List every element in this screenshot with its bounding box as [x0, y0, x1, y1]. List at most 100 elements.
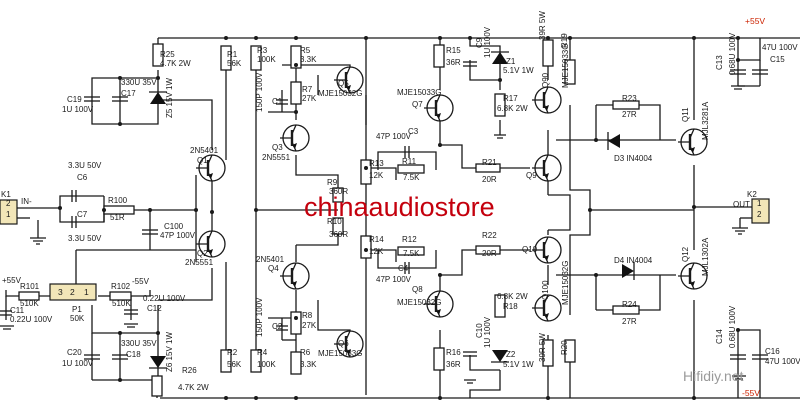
resistors	[18, 39, 640, 397]
junction-dots	[58, 36, 740, 400]
component-label: Q9	[526, 171, 537, 180]
component-label: C6	[77, 173, 88, 182]
input-connector-k1	[0, 199, 18, 225]
component-label: 47U 100V	[762, 43, 798, 52]
component-label: R19	[560, 33, 569, 48]
component-label: Q100	[541, 280, 550, 300]
component-label: 4.7K 2W	[160, 59, 191, 68]
component-label: 330U 35V	[121, 339, 157, 348]
component-label: R100	[108, 196, 128, 205]
component-label: 3.3K	[300, 360, 317, 369]
component-label: Q7	[412, 100, 423, 109]
transistor-symbol	[532, 294, 562, 322]
component-label: C13	[715, 55, 724, 70]
component-label: +55V	[2, 276, 22, 285]
p1-pin3: 3	[58, 287, 63, 297]
component-label: 36R	[446, 58, 461, 67]
component-label: 0.68U 100V	[728, 305, 737, 348]
component-label: 2N5401	[190, 146, 219, 155]
component-label: 12K	[369, 171, 384, 180]
component-label: R17	[503, 94, 518, 103]
component-label: R23	[622, 94, 637, 103]
component-label: R11	[402, 157, 417, 166]
p1-pin2: 2	[70, 287, 75, 297]
component-label: MJE15033G	[318, 349, 362, 358]
component-label: 50K	[70, 314, 85, 323]
component-label: MJL3281A	[701, 101, 710, 140]
component-label: R25	[160, 50, 175, 59]
component-label: R14	[369, 235, 384, 244]
component-label: C16	[765, 347, 780, 356]
component-label: Z6 15V 1W	[165, 332, 174, 372]
component-label: 3.3U 50V	[68, 234, 102, 243]
component-label: 6.8K 2W	[497, 292, 528, 301]
component-label: 36R	[446, 360, 461, 369]
component-label: R10	[327, 217, 342, 226]
component-label: C100	[164, 222, 184, 231]
output-connector-k2	[751, 198, 770, 224]
transistors	[196, 66, 708, 358]
component-label: C18	[126, 350, 141, 359]
component-label: 0.68U 100V	[728, 32, 737, 75]
component-label: 510K	[112, 299, 131, 308]
component-label: C9	[475, 37, 484, 48]
component-label: R5	[300, 46, 311, 55]
transistor-symbol	[196, 154, 226, 182]
component-label: C12	[147, 304, 162, 313]
component-label: 47U 100V	[765, 357, 800, 366]
component-label: MJE15033G	[561, 44, 570, 88]
component-label: 5.1V 1W	[503, 360, 534, 369]
component-label: 1	[757, 199, 762, 208]
component-label: Q2	[197, 249, 208, 258]
component-label: OUT	[733, 200, 750, 209]
transistor-symbol	[532, 236, 562, 264]
component-label: 100K	[257, 360, 276, 369]
component-label: C19	[67, 95, 82, 104]
component-label: P1	[72, 305, 82, 314]
component-label: R101	[20, 282, 40, 291]
component-label: 2	[6, 199, 11, 208]
component-label: R22	[482, 231, 497, 240]
ground-symbols	[0, 85, 748, 384]
component-label: R13	[369, 159, 384, 168]
component-label: 7.5K	[403, 173, 420, 182]
component-label: Q5	[338, 79, 349, 88]
component-label: Z2	[506, 350, 516, 359]
component-label: 47P 100V	[376, 275, 412, 284]
component-label: 1U 100V	[483, 316, 492, 348]
component-label: 5.1V 1W	[503, 66, 534, 75]
component-label: 27R	[622, 317, 637, 326]
transistor-symbol	[280, 124, 310, 152]
component-label: R102	[111, 282, 131, 291]
transistor-symbol	[532, 86, 562, 114]
component-label: MJE15032G	[318, 89, 362, 98]
component-label: R26	[182, 366, 197, 375]
component-label: R3	[257, 46, 268, 55]
component-label: 51R	[110, 213, 125, 222]
component-label: R16	[446, 348, 461, 357]
component-label: Q11	[681, 107, 690, 122]
component-label: 12K	[369, 247, 384, 256]
component-label: 360R	[329, 230, 348, 239]
component-label: MJL1302A	[701, 237, 710, 276]
component-label: C2	[272, 322, 283, 331]
component-label: 56K	[227, 59, 242, 68]
component-label: D4 IN4004	[614, 256, 653, 265]
component-label: MJE15033G	[397, 88, 441, 97]
neg-rail-label: -55V	[742, 388, 760, 398]
capacitors	[0, 61, 768, 360]
component-label: 150P 100V	[255, 72, 264, 112]
component-label: C10	[475, 323, 484, 338]
component-label: 2N5551	[185, 258, 214, 267]
component-label: 1U 100V	[62, 105, 94, 114]
component-label: 0.22U 100V	[143, 294, 186, 303]
component-label: R1	[227, 50, 238, 59]
transistor-symbol	[196, 230, 226, 258]
component-label: K2	[747, 190, 757, 199]
component-label: Q4	[268, 264, 279, 273]
component-label: 47P 100V	[160, 231, 196, 240]
component-label: -55V	[132, 277, 150, 286]
component-label: IN-	[21, 197, 32, 206]
